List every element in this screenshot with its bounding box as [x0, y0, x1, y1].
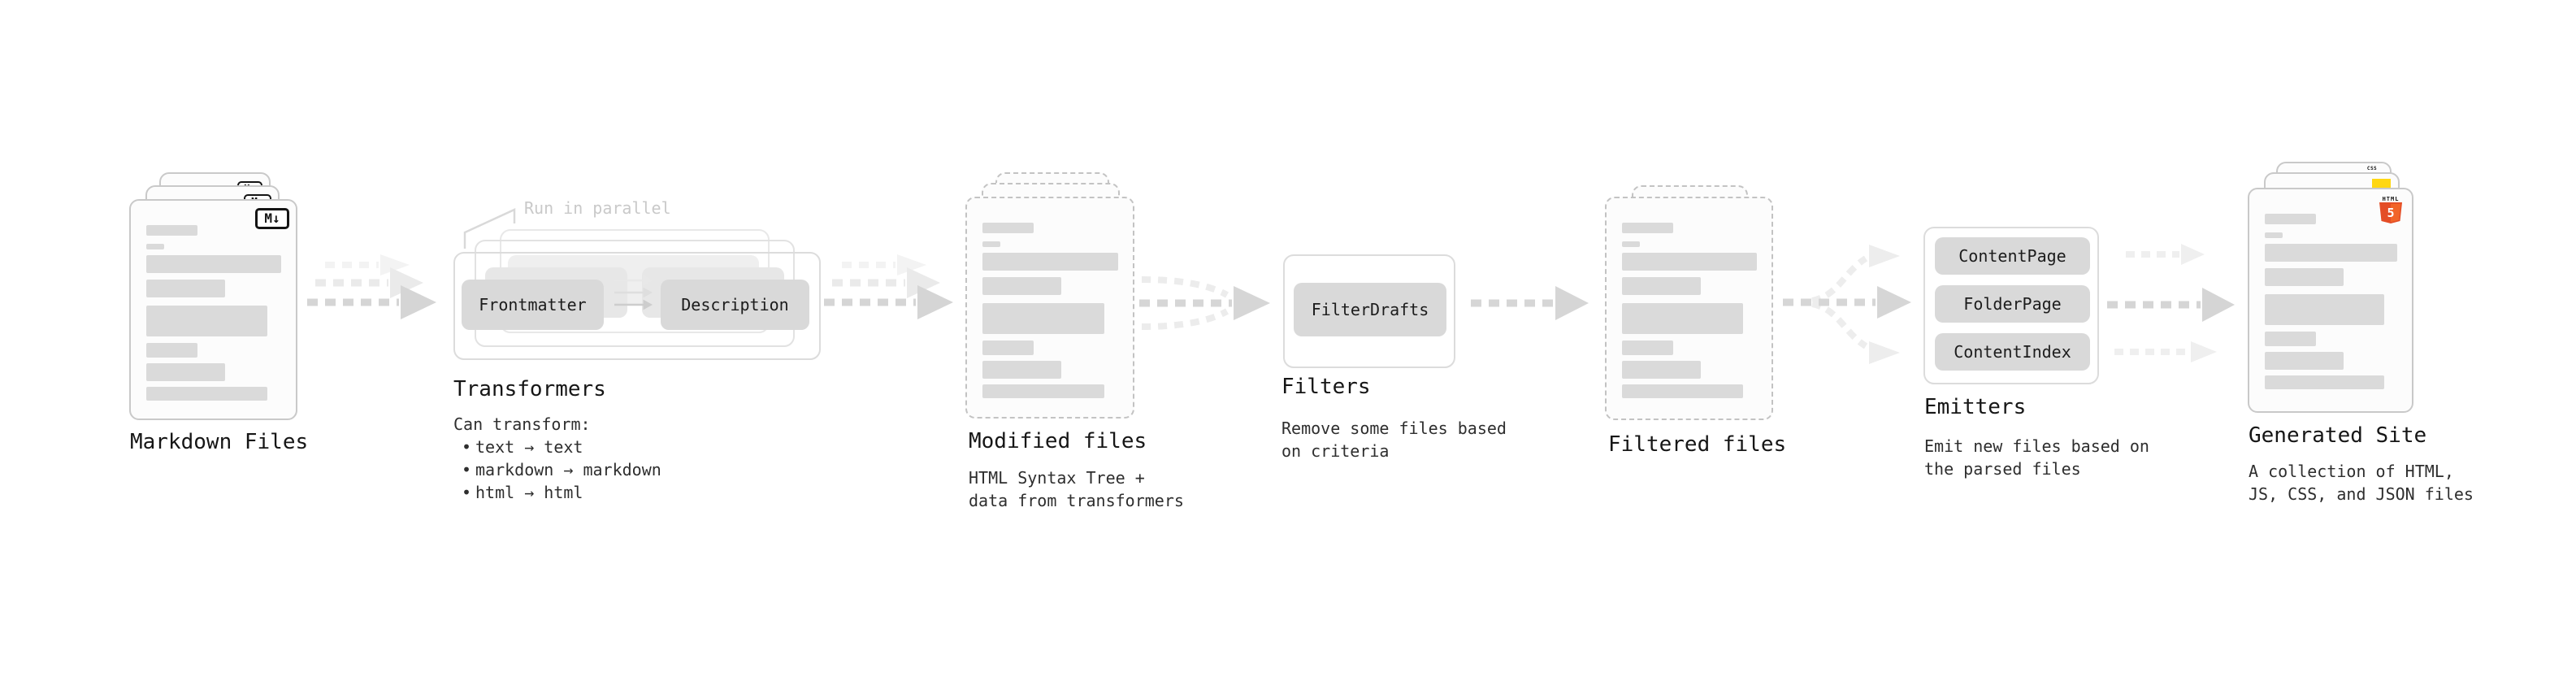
description-line: Emit new files based on: [1924, 436, 2149, 456]
generated-file-card-front: HTML 5: [2248, 188, 2413, 413]
filtered-file-card-front: [1605, 197, 1773, 420]
filtered-files-title: Filtered files: [1608, 432, 1787, 457]
arrow-main: [824, 285, 953, 319]
emitters-description: Emit new files based on the parsed files: [1924, 435, 2149, 480]
transformers-description: Can transform: • text → text • markdown …: [453, 413, 661, 504]
modified-file-card-front: [965, 197, 1134, 419]
parallel-mini-arrows: [614, 275, 653, 310]
description-line: the parsed files: [1924, 459, 2081, 479]
arrow-ghost-2: [325, 254, 410, 275]
transformer-frame-front: [453, 252, 821, 360]
arrowhead: [1555, 286, 1589, 320]
bullet-text: text → text: [475, 437, 583, 457]
merge-arrowhead: [1234, 286, 1270, 320]
generated-site-description: A collection of HTML, JS, CSS, and JSON …: [2249, 460, 2474, 505]
callout-line: [463, 208, 516, 249]
split-arrowhead-top: [1869, 245, 1900, 267]
file-content-placeholder: [982, 223, 1118, 398]
emitters-frame: [1923, 227, 2099, 384]
arrow-filters-to-filtered: [1471, 286, 1589, 320]
modified-files-description: HTML Syntax Tree + data from transformer…: [969, 466, 1184, 512]
description-line: Remove some files based: [1281, 419, 1507, 438]
folderpage-box: FolderPage: [1935, 285, 2090, 323]
emitters-title: Emitters: [1924, 395, 2027, 419]
file-content-placeholder: [146, 225, 281, 401]
mini-arrow-bottom: [614, 299, 653, 310]
emit-arrow-top: [2126, 244, 2205, 265]
arrow-ghost-2: [842, 254, 926, 275]
transformers-title: Transformers: [453, 377, 606, 401]
description-line: data from transformers: [969, 491, 1184, 510]
mini-arrow-top: [614, 275, 653, 286]
merge-branch-bottom: [1141, 308, 1229, 330]
css-icon-label: CSS: [2366, 166, 2378, 171]
split-arrowhead-bottom: [1869, 341, 1900, 364]
filters-frame: [1283, 254, 1455, 368]
svg-text:5: 5: [2387, 206, 2394, 220]
filterdrafts-box: FilterDrafts: [1294, 283, 1446, 336]
arrow-transformers-to-modified: [824, 254, 953, 319]
bullet-text: html → html: [475, 483, 583, 502]
bullet-marker: •: [462, 437, 472, 457]
markdown-files-title: Markdown Files: [130, 430, 309, 454]
html5-icon: HTML 5: [2379, 196, 2402, 223]
description-line: A collection of HTML,: [2249, 462, 2454, 481]
can-transform-heading: Can transform:: [453, 414, 591, 434]
mini-arrow-middle: [614, 287, 653, 298]
file-content-placeholder: [2265, 214, 2397, 389]
bullet-item: • markdown → markdown: [453, 458, 661, 481]
arrow-filtered-to-emitters-split: [1783, 245, 1911, 364]
file-content-placeholder: [1622, 223, 1757, 398]
emit-arrow-bottom: [2114, 341, 2217, 362]
contentindex-box: ContentIndex: [1935, 333, 2090, 371]
run-in-parallel-label: Run in parallel: [524, 198, 671, 218]
description-line: JS, CSS, and JSON files: [2249, 484, 2474, 504]
bullet-item: • text → text: [453, 436, 661, 458]
arrow-modified-to-filters-merge: [1139, 276, 1270, 330]
description-box: Description: [661, 280, 809, 330]
description-line: on criteria: [1281, 441, 1390, 461]
html5-shield: 5: [2379, 202, 2402, 223]
arrow-markdown-to-transformers: [307, 254, 436, 319]
html5-icon-label: HTML: [2382, 196, 2400, 202]
markdown-icon: M↓: [255, 208, 289, 229]
description-line: HTML Syntax Tree +: [969, 468, 1145, 488]
filters-description: Remove some files based on criteria: [1281, 417, 1507, 462]
filters-title: Filters: [1281, 375, 1371, 399]
arrows-emitters-to-generated: [2107, 244, 2235, 362]
generated-site-title: Generated Site: [2249, 423, 2427, 448]
contentpage-box: ContentPage: [1935, 237, 2090, 275]
split-branch-top: [1811, 255, 1868, 304]
merge-branch-top: [1141, 276, 1229, 298]
arrow-ghost-1: [832, 267, 940, 298]
split-arrowhead-middle: [1877, 286, 1911, 319]
bullet-text: markdown → markdown: [475, 460, 661, 479]
bullet-marker: •: [462, 483, 472, 502]
bullet-item: • html → html: [453, 481, 661, 504]
frontmatter-box: Frontmatter: [462, 280, 604, 330]
bullet-marker: •: [462, 460, 472, 479]
arrow-main: [307, 285, 436, 319]
emit-arrow-middle: [2107, 288, 2235, 322]
markdown-file-card-front: M↓: [129, 199, 297, 420]
arrow-ghost-1: [315, 267, 423, 298]
split-branch-bottom: [1811, 301, 1868, 349]
modified-files-title: Modified files: [969, 429, 1147, 453]
